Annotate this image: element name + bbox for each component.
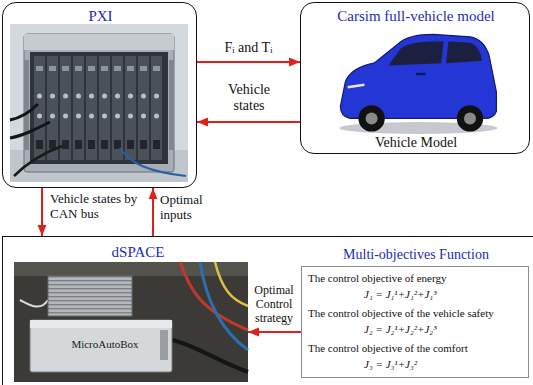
dspace-photo-part — [48, 276, 132, 316]
objective-text: The control objective of the comfort — [308, 342, 524, 355]
car-illustration-part — [388, 42, 443, 66]
connector-label: Optimal inputs — [160, 193, 212, 223]
dspace-photo-part — [180, 262, 248, 330]
pxi-chassis-photo-part — [10, 24, 188, 182]
car-illustration-part — [366, 112, 378, 124]
dspace-photo-part — [172, 340, 248, 372]
box-caption: Vehicle Model — [301, 135, 531, 152]
formula: J₃ = J₃¹+J₃² — [364, 358, 524, 371]
car-illustration-part — [464, 112, 476, 124]
microautobox-device: MicroAutoBox — [15, 262, 248, 382]
objective-function-box: Multi-objectives FunctionThe control obj… — [301, 266, 529, 378]
pxi-chassis-photo-part — [24, 34, 174, 172]
connector-label: Vehicle states by CAN bus — [50, 192, 140, 222]
pxi-chassis-photo-part — [24, 60, 29, 150]
formula: J₁ = J₁¹+J₁²+J₁³ — [364, 288, 524, 301]
pxi-chassis-photo — [10, 24, 188, 182]
signal-arrow — [197, 61, 300, 63]
pxi-chassis-photo-part — [24, 34, 174, 50]
signal-arrow — [152, 188, 154, 236]
device-label: MicroAutoBox — [50, 338, 160, 351]
vehicle-model-box: Carsim full-vehicle modelVehicle Model — [300, 2, 530, 154]
car-illustration-part — [416, 73, 426, 75]
box-title: Carsim full-vehicle model — [301, 7, 531, 25]
dspace-photo-part — [200, 262, 248, 350]
car-illustration-part — [457, 105, 483, 131]
dspace-photo-part — [160, 330, 168, 360]
car-illustration-part — [358, 105, 384, 131]
car-illustration-part — [446, 42, 482, 64]
pxi-chassis-photo-part — [14, 146, 62, 176]
connector-label: Optimal Control strategy — [250, 284, 298, 325]
connector-label: Fᵢ and Tᵢ — [200, 40, 297, 56]
dspace-photo-part — [215, 262, 248, 306]
signal-arrow — [41, 188, 43, 236]
signal-arrow — [197, 121, 300, 123]
pxi-chassis-photo-part — [120, 148, 186, 176]
dspace-photo-part — [14, 262, 248, 382]
dspace-photo-part — [30, 320, 172, 328]
formula: J₂ = J₂¹+J₂²+J₂³ — [364, 323, 524, 336]
pxi-chassis-photo-part — [10, 104, 38, 120]
objective-text: The control objective of the vehicle saf… — [308, 307, 524, 320]
signal-arrow — [248, 331, 301, 333]
box-heading: Multi-objectives Function — [302, 247, 530, 264]
dspace-photo-part — [20, 300, 48, 307]
panel-title: dSPACE — [98, 243, 178, 261]
pxi-chassis-photo-part — [34, 56, 164, 160]
pxi-box: PXI — [2, 2, 197, 188]
objective-text: The control objective of energy — [308, 272, 524, 285]
dspace-photo — [14, 262, 248, 382]
dspace-photo-part — [14, 262, 248, 276]
connector-label: Vehicle states — [213, 82, 285, 114]
pxi-chassis-photo-part — [30, 52, 168, 164]
car-illustration — [339, 34, 497, 134]
box-title: PXI — [3, 7, 198, 25]
car-illustration-part — [348, 85, 365, 87]
pxi-chassis-photo-part — [169, 60, 174, 150]
dspace-photo-part — [30, 320, 172, 372]
pxi-chassis-photo-part — [10, 122, 50, 138]
